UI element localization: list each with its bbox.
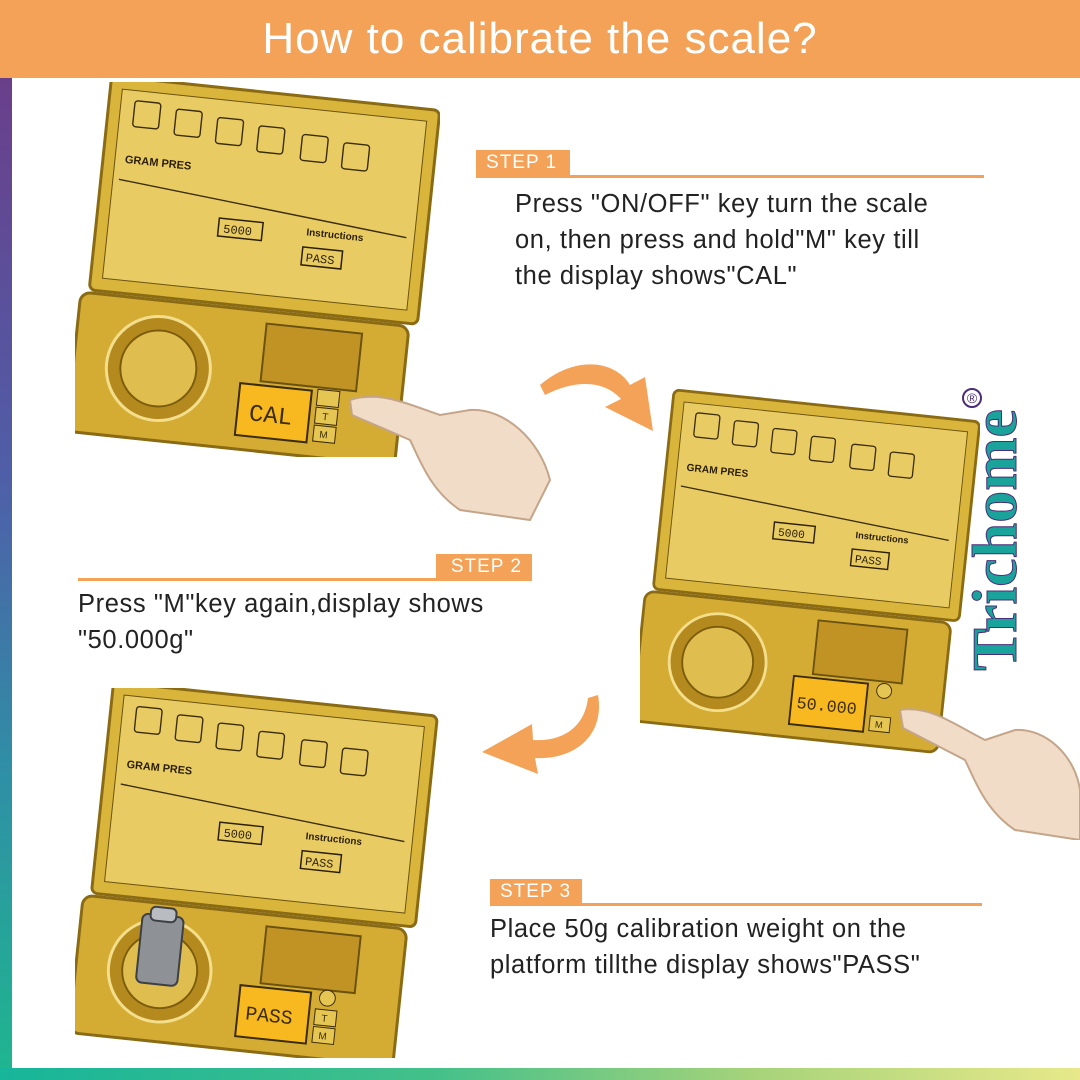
- weight-compartment: [811, 619, 909, 685]
- step-2-tag: STEP 2: [436, 554, 532, 580]
- lid-pass: PASS: [304, 855, 334, 872]
- step-3-text: Place 50g calibration weight on the plat…: [490, 911, 920, 983]
- calibration-weight-icon: [135, 905, 185, 987]
- step-3-line-2: platform tillthe display shows"PASS": [490, 951, 921, 979]
- pointing-hand-icon: [348, 395, 552, 522]
- instruction-panel: [101, 88, 428, 311]
- curved-arrow-icon: [482, 695, 600, 774]
- lid-pass: PASS: [305, 251, 335, 268]
- scale-display: [787, 674, 870, 733]
- step-2-line: [78, 578, 532, 581]
- lid-pass: PASS: [854, 554, 882, 569]
- step-1-line-1: Press "ON/OFF" key turn the scale: [515, 190, 929, 218]
- svg-text:M: M: [318, 1031, 327, 1043]
- weight-compartment: [259, 925, 362, 995]
- power-icon: [876, 683, 893, 699]
- scale-display: [234, 984, 313, 1045]
- power-icon: [319, 989, 336, 1007]
- page-title: How to calibrate the scale?: [262, 14, 818, 63]
- step-3-tag: STEP 3: [490, 879, 582, 905]
- step-2-label: STEP 2: [450, 556, 522, 577]
- lid-readout: 5000: [222, 223, 252, 240]
- bottom-stripe: [0, 1068, 1080, 1080]
- brand-name: Trichome: [959, 409, 1031, 672]
- instruction-panel: [104, 694, 425, 914]
- tare-key: [313, 406, 339, 426]
- tare-key: [313, 1008, 338, 1028]
- step-3-line-1: Place 50g calibration weight on the: [490, 915, 907, 943]
- step-1-line: [476, 175, 984, 178]
- pointing-hand-icon: [898, 708, 1080, 840]
- step-1-tag: STEP 1: [476, 150, 570, 176]
- brand-logo: Trichome: [955, 380, 1035, 700]
- scale-3: GRAM PRES Instructions 5000 PASS PASS T …: [75, 688, 439, 1058]
- step-2-line-2: "50.000g": [78, 626, 194, 654]
- svg-text:T: T: [321, 1013, 328, 1025]
- header-banner: How to calibrate the scale?: [0, 0, 1080, 78]
- left-stripe: [0, 78, 12, 1068]
- scale-1: GRAM PRES Instructions 5000 PASS CAL T M: [75, 82, 440, 457]
- step-1-line-3: the display shows"CAL": [515, 262, 798, 290]
- weight-compartment: [259, 322, 364, 393]
- step-3-line: [490, 903, 982, 906]
- step-1-line-2: on, then press and hold"M" key till: [515, 226, 920, 254]
- display-readout: PASS: [244, 1003, 293, 1030]
- scale-display: [233, 382, 313, 444]
- svg-text:T: T: [322, 412, 329, 424]
- scale-2: GRAM PRES Instructions 5000 PASS 50.000 …: [640, 388, 980, 754]
- step-2-line-1: Press "M"key again,display shows: [78, 590, 484, 618]
- lid-readout: 5000: [223, 827, 253, 844]
- curved-arrow-icon: [540, 364, 653, 431]
- step-1-label: STEP 1: [486, 152, 558, 173]
- svg-text:M: M: [874, 719, 883, 730]
- mode-key: [868, 715, 892, 734]
- mode-key: [312, 424, 337, 444]
- instruction-panel: [665, 401, 969, 609]
- mode-key: [311, 1025, 336, 1046]
- svg-text:M: M: [319, 430, 328, 442]
- lid-readout: 5000: [777, 528, 805, 543]
- display-readout: CAL: [248, 401, 294, 432]
- step-2-text: Press "M"key again,display shows "50.000…: [78, 586, 484, 658]
- step-3-label: STEP 3: [500, 881, 572, 902]
- step-1-text: Press "ON/OFF" key turn the scale on, th…: [515, 186, 928, 294]
- registered-mark: ®: [962, 388, 982, 408]
